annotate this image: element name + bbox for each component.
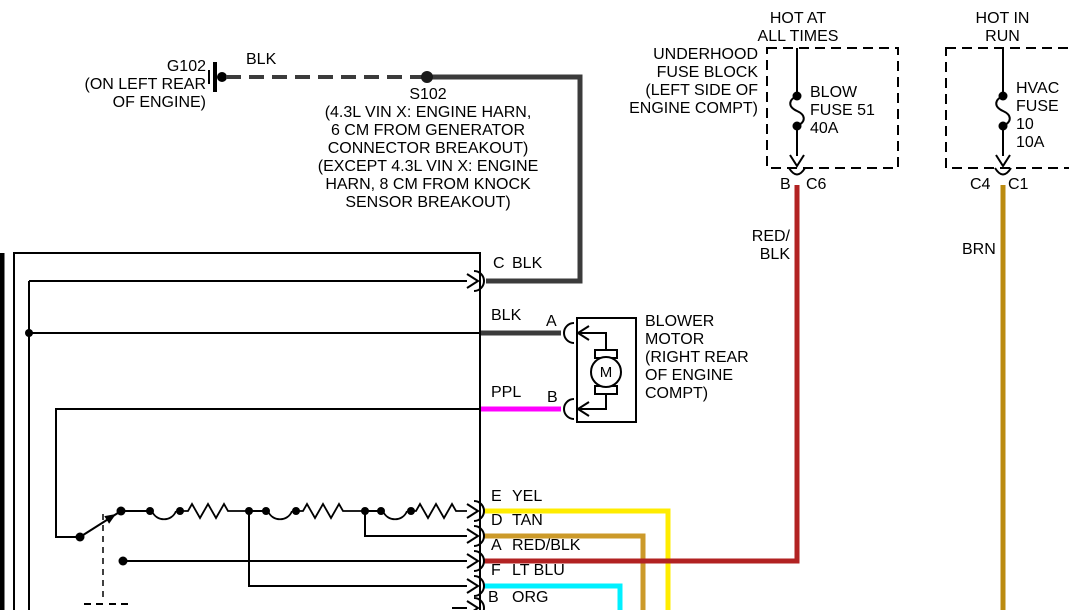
motor-circle-icon (590, 356, 622, 388)
box-edge-connectors (466, 270, 485, 610)
splice-dot-s102 (421, 71, 433, 83)
arrow-right-icon (466, 600, 480, 610)
arrow-right-icon (466, 528, 480, 544)
wire-label-tan: TAN (512, 512, 543, 529)
connector-pin-icon (473, 597, 485, 610)
arrow-right-icon (466, 578, 480, 594)
hot-at-all-times-label: HOT AT ALL TIMES (757, 10, 839, 45)
wire-hop-icon (151, 510, 177, 521)
connector-pin-f: F (491, 562, 501, 579)
connector-pin-icon (563, 322, 575, 344)
wire-label-org: ORG (512, 589, 549, 606)
pin-c1-label: C1 (1008, 176, 1029, 193)
g102-label: G102 (ON LEFT REAR OF ENGINE) (84, 58, 207, 111)
blk-ground-wire-label: BLK (246, 51, 277, 68)
brn-wire-label: BRN (962, 241, 996, 258)
arrow-right-icon (466, 553, 480, 569)
pin-b-label: B (780, 176, 791, 193)
blower-wire-a-label: BLK (491, 307, 522, 324)
resistor-icon (182, 502, 252, 520)
connector-pin-e: E (491, 488, 502, 505)
connector-socket-icon (788, 167, 806, 176)
wire-lt-blu (483, 583, 623, 610)
arrow-down-icon (995, 154, 1011, 168)
resistor-chain (118, 502, 467, 609)
hvac-fuse-block (945, 47, 1069, 176)
blower-motor-symbol (563, 317, 637, 423)
connector-c-wire: BLK (512, 255, 543, 272)
connector-pin-icon (473, 525, 485, 547)
connector-pin-d: D (491, 512, 503, 529)
wire-label-red-blk: RED/BLK (512, 537, 581, 554)
box-internal-wires (25, 280, 480, 610)
branch-f (248, 511, 467, 587)
fuse-element-icon (789, 95, 805, 127)
connector-pin-a: A (491, 537, 502, 554)
red-blk-wire-label: RED/ BLK (751, 228, 790, 263)
arrow-down-icon (789, 154, 805, 168)
connector-pin-b: B (488, 589, 499, 606)
underhood-fuse-block-label: UNDERHOOD FUSE BLOCK (LEFT SIDE OF ENGIN… (629, 46, 758, 117)
s102-label: S102 (4.3L VIN X: ENGINE HARN, 6 CM FROM… (317, 86, 539, 211)
wire-hop-icon (382, 510, 408, 521)
motor-m-letter: M (599, 364, 613, 381)
arrow-right-icon (466, 273, 480, 289)
pin-c6-label: C6 (806, 176, 827, 193)
underhood-fuse-block (766, 47, 899, 176)
wire-label-yel: YEL (512, 488, 543, 505)
hvac-fuse-label: HVAC FUSE 10 10A (1016, 80, 1060, 151)
component-box (13, 252, 481, 610)
wire-yel (483, 508, 671, 610)
resistor-icon (413, 502, 467, 520)
switch-blade (75, 506, 128, 605)
connector-pin-icon (473, 500, 485, 522)
connector-c-pin: C (493, 255, 505, 272)
connector-pin-icon (563, 398, 575, 420)
wire-hop-icon (267, 510, 293, 521)
blade-arrow-icon (104, 514, 116, 524)
blower-wire-b-label: PPL (491, 384, 522, 401)
connector-socket-icon (994, 167, 1012, 176)
arrow-right-icon (466, 503, 480, 519)
blower-pin-a-label: A (546, 313, 557, 330)
connector-pin-icon (473, 575, 485, 597)
fuse-element-icon (995, 95, 1011, 127)
connector-pin-icon (473, 550, 485, 572)
wire-blk-ground (226, 71, 583, 284)
blow-fuse-label: BLOW FUSE 51 40A (810, 84, 875, 137)
pin-c4-label: C4 (970, 176, 991, 193)
branch-d (364, 511, 467, 537)
wire-label-lt-blu: LT BLU (512, 562, 565, 579)
hot-in-run-label: HOT IN RUN (975, 10, 1030, 45)
wire-tan (483, 533, 646, 610)
wire-red-blk (483, 185, 800, 564)
blower-pin-b-label: B (547, 389, 558, 406)
resistor-icon (298, 502, 368, 520)
connector-pin-icon (473, 270, 485, 292)
blower-motor-label: BLOWER MOTOR (RIGHT REAR OF ENGINE COMPT… (645, 313, 749, 402)
ground-symbol (208, 62, 227, 92)
